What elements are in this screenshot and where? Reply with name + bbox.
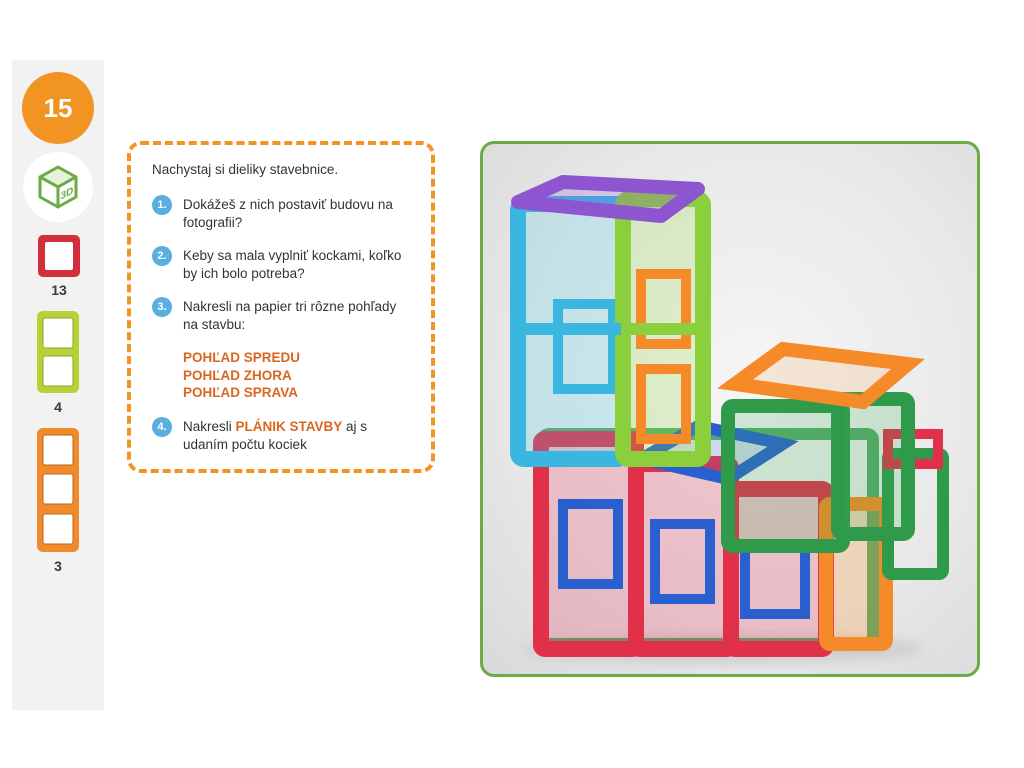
cube-3d-icon: 3D <box>23 152 93 222</box>
step-text: Dokážeš z nich postaviť budovu na fotogr… <box>183 197 393 230</box>
step-text: Nakresli na papier tri rôzne pohľady na … <box>183 299 397 332</box>
step-number: 2. <box>152 246 172 266</box>
step-3: 3. Nakresli na papier tri rôzne pohľady … <box>152 297 412 334</box>
step-1: 1. Dokážeš z nich postaviť budovu na fot… <box>152 195 412 232</box>
green-double-piece-icon <box>37 311 79 393</box>
step-number: 1. <box>152 195 172 215</box>
magnetic-tiles-building-image <box>510 175 949 663</box>
orange-triple-piece-icon <box>37 428 79 552</box>
step-text-before: Nakresli <box>183 419 236 434</box>
step-text: Keby sa mala vyplniť kockami, koľko by i… <box>183 248 402 281</box>
step-text: Nakresli PLÁNIK STAVBY aj s udaním počtu… <box>183 418 412 454</box>
green-piece-count: 4 <box>54 399 62 415</box>
task-number: 15 <box>43 92 73 123</box>
step-2: 2. Keby sa mala vyplniť kockami, koľko b… <box>152 246 412 283</box>
view-front: POHĽAD SPREDU <box>183 350 301 365</box>
building-photo <box>480 141 980 677</box>
views-list: POHĽAD SPREDU POHĽAD ZHORA POHĽAD SPRAVA <box>183 349 300 402</box>
red-piece-count: 13 <box>51 282 67 298</box>
step-number: 3. <box>152 297 172 317</box>
task-number-badge: 15 <box>22 72 94 144</box>
instructions-intro: Nachystaj si dieliky stavebnice. <box>152 162 339 177</box>
view-right: POHĽAD SPRAVA <box>183 385 299 400</box>
step-number: 4. <box>152 417 172 437</box>
cube-3d-icon-graphic: 3D <box>38 165 78 209</box>
step-text-after: aj s udaním počtu kociek <box>183 419 368 452</box>
step-highlight: PLÁNIK STAVBY <box>235 419 343 434</box>
red-square-piece-icon <box>38 235 80 277</box>
instructions-box <box>127 141 435 473</box>
orange-piece-count: 3 <box>54 558 62 574</box>
view-top: POHĽAD ZHORA <box>183 367 292 383</box>
step-4: 4. Nakresli PLÁNIK STAVBY aj s udaním po… <box>152 417 412 454</box>
